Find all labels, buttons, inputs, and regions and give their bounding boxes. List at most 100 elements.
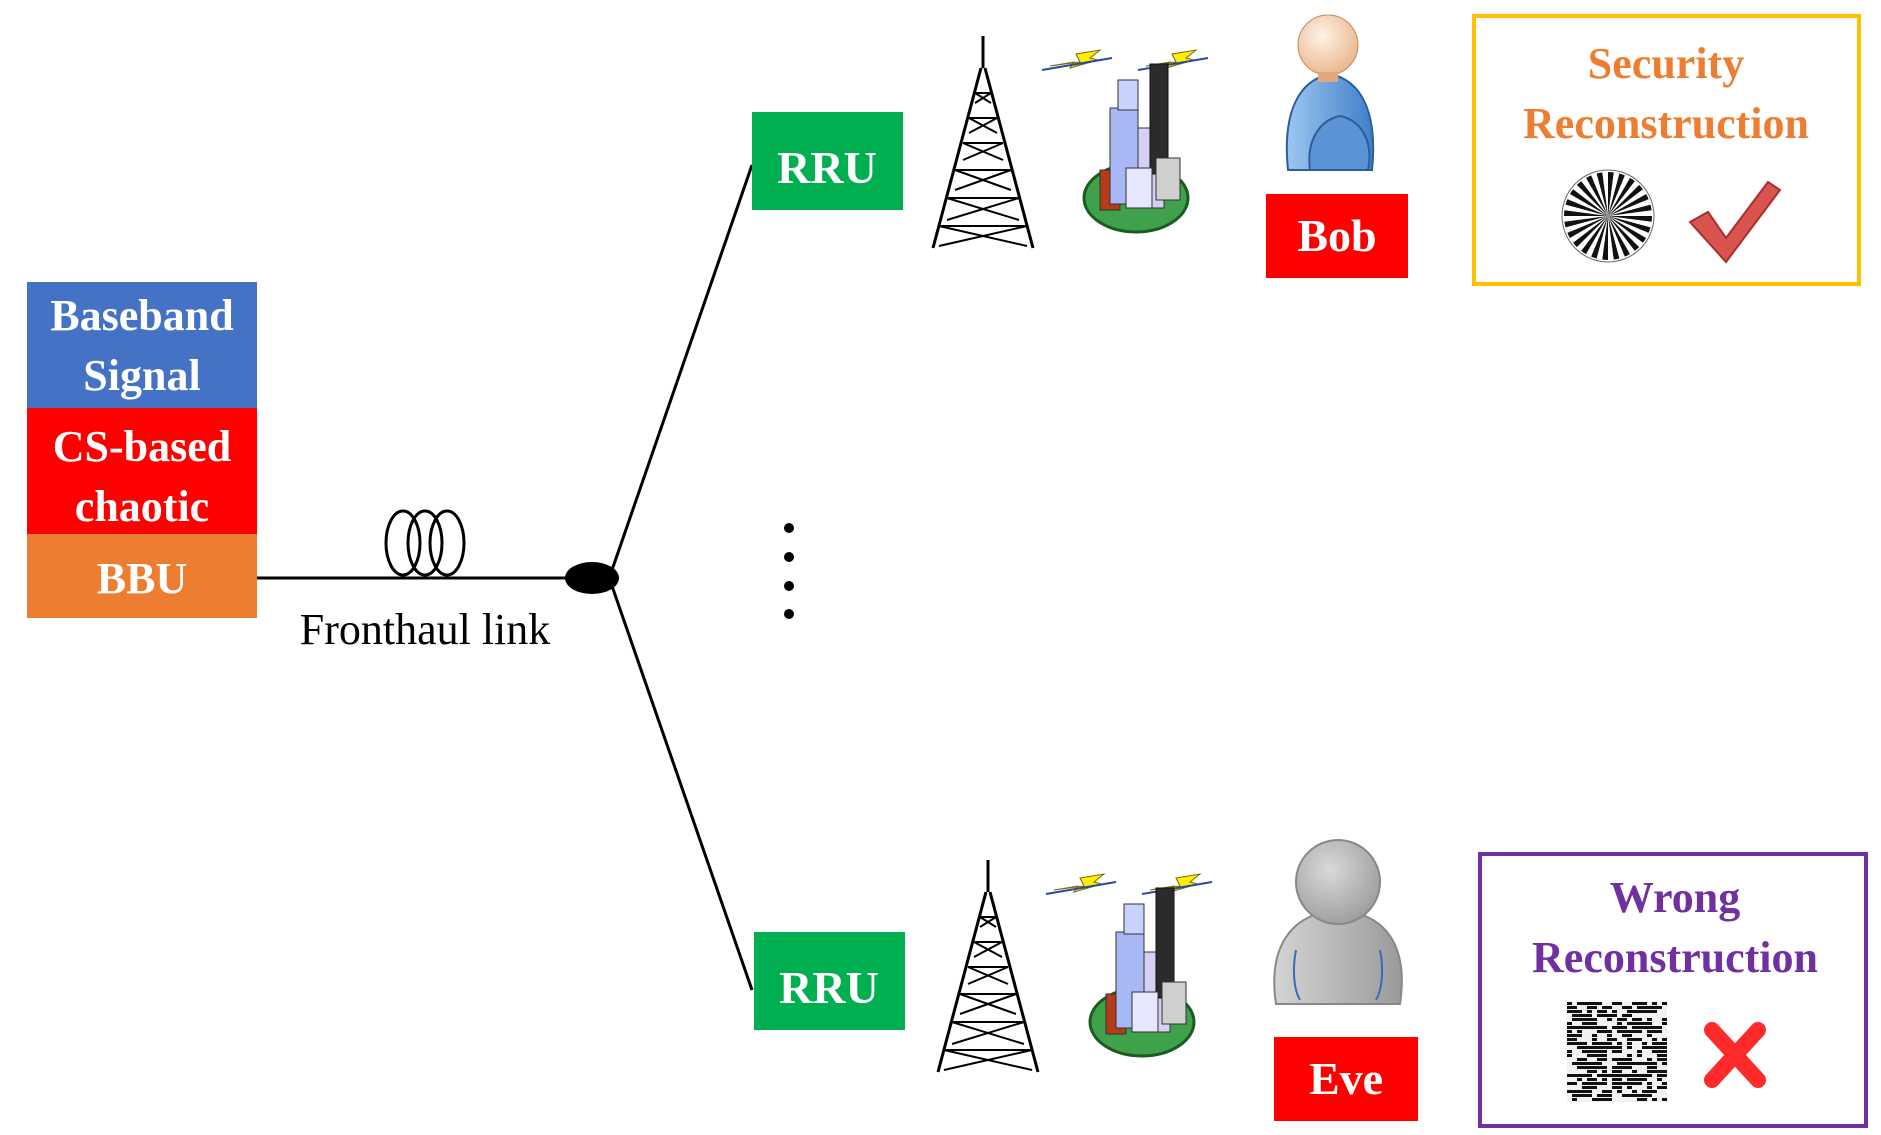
noise-pixel (1642, 1074, 1647, 1077)
noise-pixel (1582, 1046, 1587, 1049)
noise-pixel (1597, 1026, 1602, 1029)
star-wedge (1569, 189, 1608, 216)
noise-pixel (1572, 1034, 1577, 1037)
security-title-line1: Security (1588, 39, 1744, 88)
noise-pixel (1622, 1030, 1627, 1033)
eve-person-icon (1273, 839, 1403, 1005)
noise-pixel (1577, 1030, 1582, 1033)
noise-pixel (1577, 1002, 1582, 1005)
noise-pixel (1597, 1050, 1602, 1053)
noise-pixel (1652, 1070, 1657, 1073)
noise-pixel (1627, 1034, 1632, 1037)
noise-pixel (1597, 1010, 1602, 1013)
noise-pixel (1632, 1074, 1637, 1077)
noise-pixel (1577, 1074, 1582, 1077)
noise-pixel (1642, 1010, 1647, 1013)
noise-pixel (1632, 1018, 1637, 1021)
noise-pixel (1637, 1010, 1642, 1013)
noise-pixel (1602, 1078, 1607, 1081)
noise-pixel (1567, 1010, 1572, 1013)
baseband-label-line2: Signal (83, 351, 200, 400)
security-title-line2: Reconstruction (1523, 99, 1809, 148)
noise-pixel (1597, 1094, 1602, 1097)
noise-pixel (1642, 1090, 1647, 1093)
branch-line-top (610, 164, 754, 571)
noise-pixel (1602, 1030, 1607, 1033)
noise-pixel (1617, 1078, 1622, 1081)
noise-pixel (1662, 1054, 1667, 1057)
noise-pixel (1572, 1026, 1577, 1029)
noise-pixel (1627, 1074, 1632, 1077)
star-wedge (1576, 181, 1608, 216)
noise-pixel (1612, 1078, 1617, 1081)
noise-pixel (1622, 1014, 1627, 1017)
noise-pixel (1627, 1022, 1632, 1025)
noise-pixel (1582, 1050, 1587, 1053)
noise-pixel (1652, 1050, 1657, 1053)
noise-pixel (1627, 1006, 1632, 1009)
noise-pixel (1587, 1070, 1592, 1073)
rru-bottom-label: RRU (779, 962, 879, 1013)
noise-pixel (1652, 1062, 1657, 1065)
fronthaul-label: Fronthaul link (300, 605, 551, 654)
noise-pixel (1652, 1066, 1657, 1069)
noise-pixel (1572, 1094, 1577, 1097)
eve-label: Eve (1309, 1053, 1383, 1104)
noise-pixel (1652, 1090, 1657, 1093)
noise-pixel (1597, 1082, 1602, 1085)
noise-pixel (1612, 1074, 1617, 1077)
noise-pixel (1627, 1058, 1632, 1061)
siemens-star-image (1561, 169, 1655, 263)
noise-pixel (1577, 1042, 1582, 1045)
noise-pixel (1567, 1090, 1572, 1093)
noise-pixel (1617, 1062, 1622, 1065)
noise-pixel (1607, 1042, 1612, 1045)
noise-pixel (1622, 1058, 1627, 1061)
noise-pixel (1652, 1010, 1657, 1013)
noise-pixel (1587, 1002, 1592, 1005)
noise-pixel (1602, 1082, 1607, 1085)
bob-person-icon (1285, 14, 1375, 171)
antenna-tower-top-icon (931, 34, 1035, 250)
noise-pixel (1592, 1038, 1597, 1041)
noise-pixel (1612, 1038, 1617, 1041)
noise-pixel (1577, 1034, 1582, 1037)
noise-pixel (1567, 1030, 1572, 1033)
noise-pixel (1642, 1062, 1647, 1065)
noise-pixel (1657, 1030, 1662, 1033)
noise-pixel (1577, 1010, 1582, 1013)
star-wedge (1573, 216, 1608, 248)
noise-pixel (1652, 1030, 1657, 1033)
noise-pixel (1592, 1042, 1597, 1045)
noise-pixel (1592, 1026, 1597, 1029)
vertical-ellipsis-icon (784, 523, 794, 619)
noise-pixel (1582, 1014, 1587, 1017)
noise-pixel (1587, 1018, 1592, 1021)
noise-pixel (1632, 1078, 1637, 1081)
noisy-image (1567, 1002, 1667, 1102)
noise-pixel (1637, 1022, 1642, 1025)
noise-pixel (1647, 1026, 1652, 1029)
noise-pixel (1627, 1046, 1632, 1049)
noise-pixel (1592, 1050, 1597, 1053)
noise-pixel (1607, 1038, 1612, 1041)
noise-pixel (1652, 1046, 1657, 1049)
lightning-top-right-icon (1137, 49, 1209, 71)
noise-pixel (1592, 1086, 1597, 1089)
noise-pixel (1587, 1046, 1592, 1049)
noise-pixel (1617, 1002, 1622, 1005)
noise-pixel (1607, 1074, 1612, 1077)
noise-pixel (1662, 1074, 1667, 1077)
noise-pixel (1572, 1006, 1577, 1009)
noise-pixel (1622, 1062, 1627, 1065)
noise-pixel (1622, 1066, 1627, 1069)
noise-pixel (1657, 1074, 1662, 1077)
noise-pixel (1577, 1046, 1582, 1049)
baseband-block (27, 282, 257, 408)
star-wedge (1608, 204, 1652, 216)
noise-pixel (1632, 1090, 1637, 1093)
noise-pixel (1592, 1006, 1597, 1009)
star-wedge (1581, 216, 1608, 255)
star-wedge (1591, 216, 1608, 259)
rru-top-label: RRU (777, 142, 877, 193)
